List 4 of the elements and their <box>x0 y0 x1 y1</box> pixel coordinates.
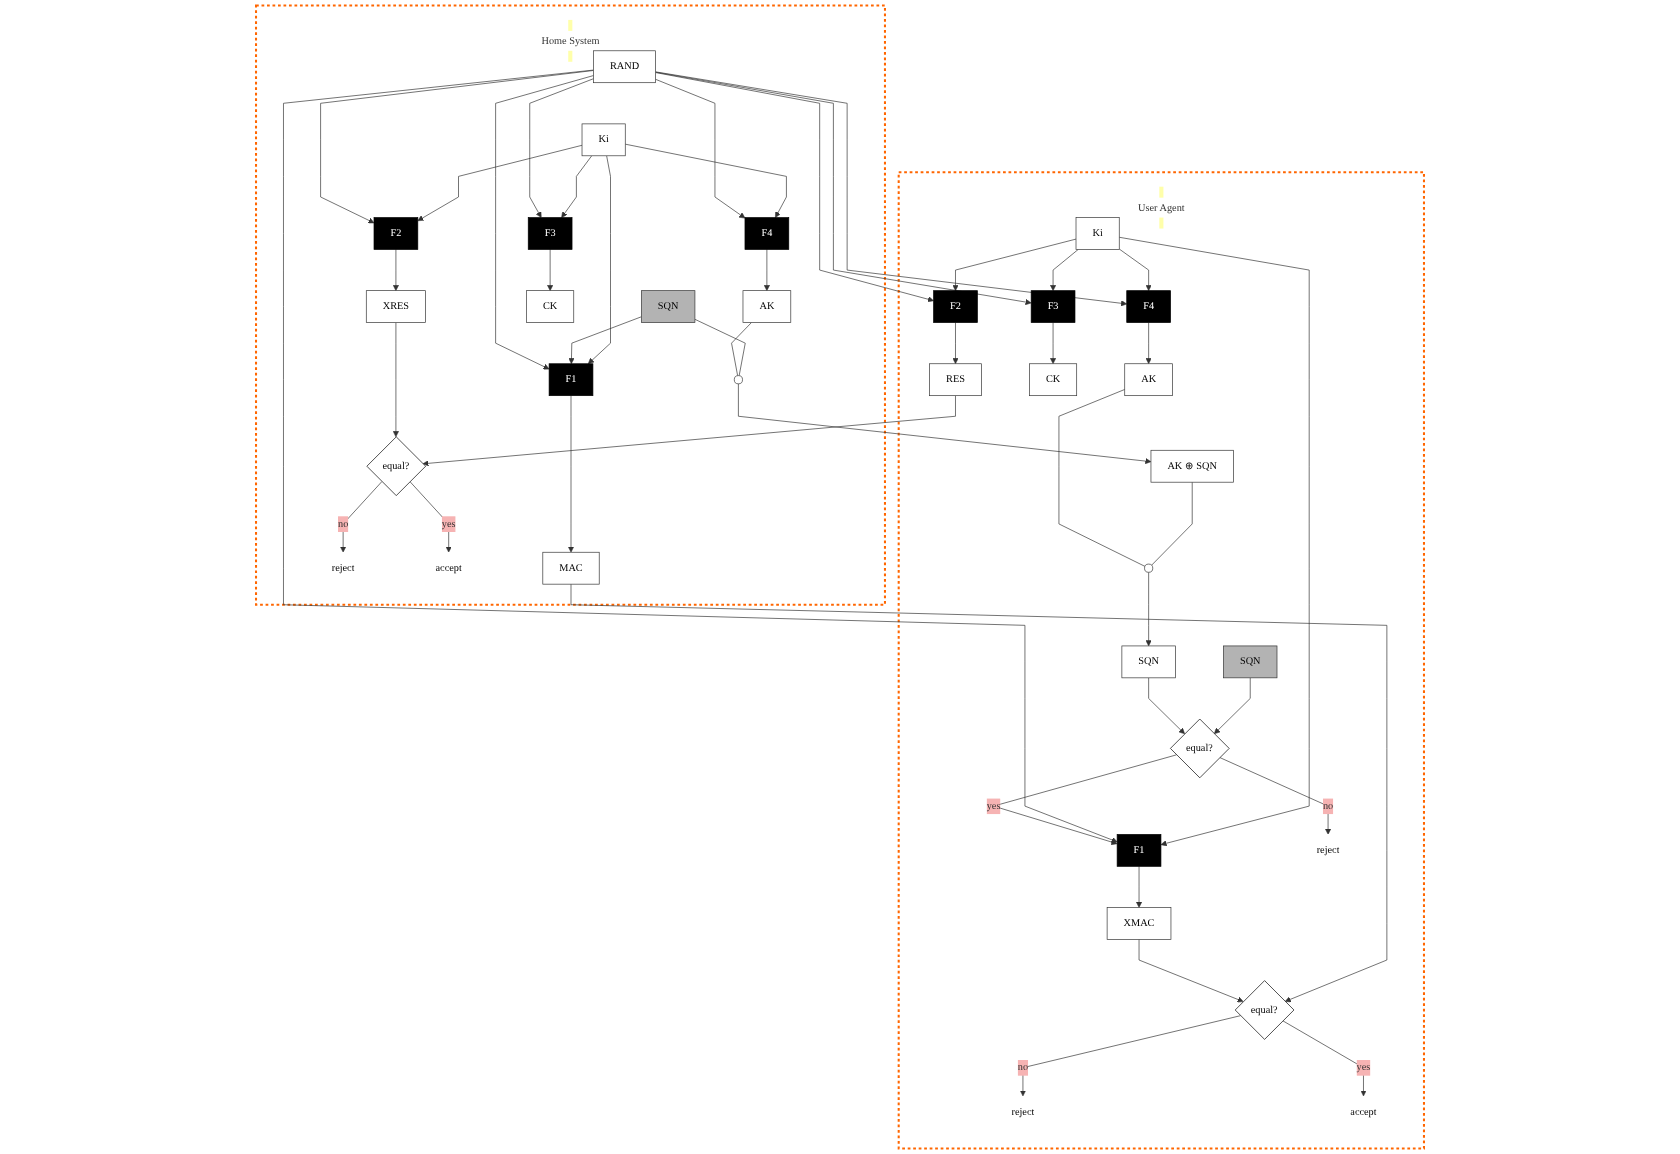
xor-circle <box>733 375 743 385</box>
arrow <box>731 322 752 376</box>
xor-circle <box>1144 563 1154 573</box>
arrow <box>694 318 746 376</box>
